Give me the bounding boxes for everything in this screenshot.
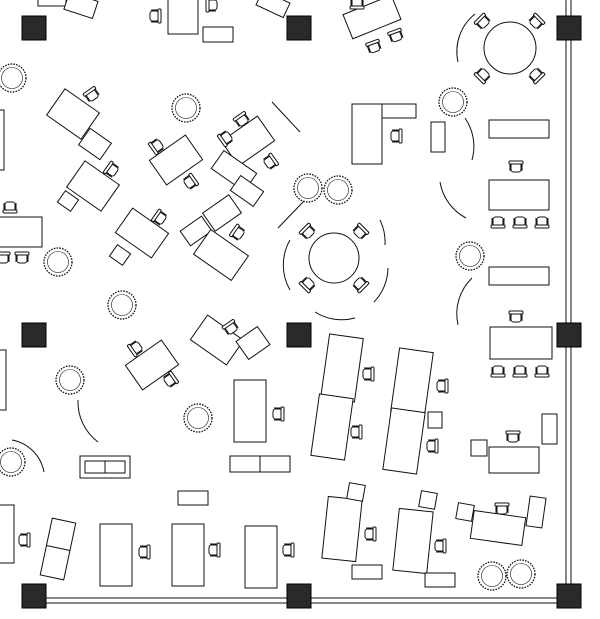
center-diagonal-workstations <box>108 93 306 282</box>
column <box>556 322 582 348</box>
meeting-table-top-right <box>456 12 546 85</box>
column <box>21 15 47 41</box>
right-upper-workstations <box>351 87 553 378</box>
middle-left-workstations <box>0 290 271 479</box>
curved-partition <box>282 239 291 291</box>
column <box>286 15 312 41</box>
column <box>286 322 312 348</box>
round-table <box>308 232 360 284</box>
column <box>21 322 47 348</box>
bottom-row-workstations <box>0 482 547 591</box>
middle-right-workstations <box>470 413 558 474</box>
column <box>556 15 582 41</box>
column <box>21 583 47 609</box>
round-table <box>483 21 537 75</box>
meeting-table-center <box>282 173 389 321</box>
column <box>286 583 312 609</box>
structural-columns <box>21 15 582 609</box>
curved-partition <box>456 13 476 63</box>
top-edge-workstations <box>37 0 405 55</box>
middle-center-workstations <box>183 333 449 475</box>
column <box>556 583 582 609</box>
left-upper-workstations <box>0 63 121 277</box>
